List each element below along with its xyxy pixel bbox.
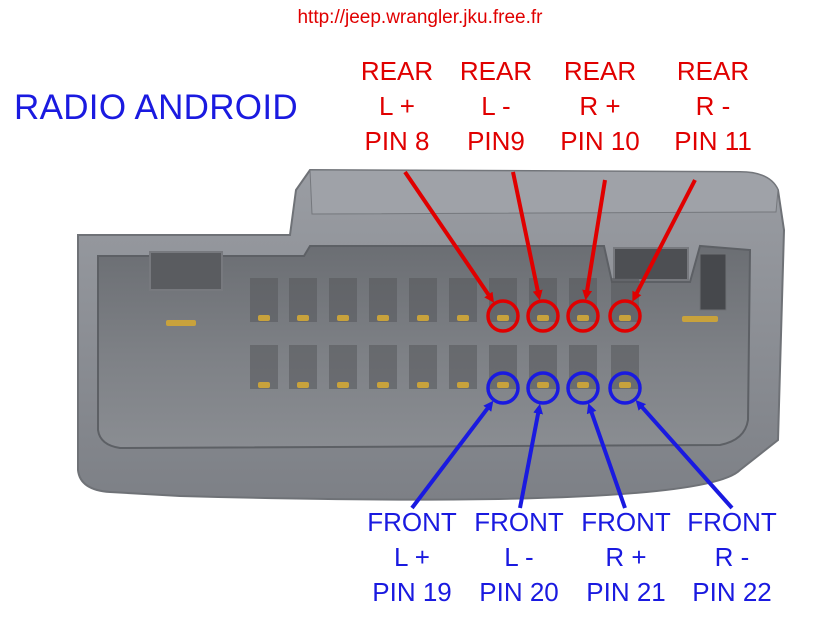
- pin-cavity: [409, 278, 437, 322]
- rear-pin-label-line1: REAR: [676, 56, 750, 86]
- pin-cavity: [250, 278, 278, 322]
- source-url: http://jeep.wrangler.jku.free.fr: [297, 7, 543, 28]
- contact-pin: [337, 382, 349, 388]
- pin-cavity: [529, 345, 557, 389]
- rear-pin-label-line2: R -: [695, 91, 731, 121]
- front-pin-label-line2: R +: [605, 542, 647, 572]
- contact-pin: [457, 382, 469, 388]
- side-pin-left: [166, 320, 196, 326]
- contact-pin: [417, 315, 429, 321]
- side-pin-right: [682, 316, 718, 322]
- rear-pin-label-line1: REAR: [459, 56, 533, 86]
- front-pin-arrow: [518, 403, 544, 509]
- pin-cavity: [449, 278, 477, 322]
- front-pin-highlight: [526, 371, 560, 405]
- pin-cavity: [289, 278, 317, 322]
- pin-cavity: [611, 345, 639, 389]
- rear-pin-label: REAR L + PIN 8: [337, 54, 457, 159]
- rear-pin-highlight: [486, 299, 520, 333]
- rear-pin-label-line3: PIN9: [467, 126, 525, 156]
- pin-cavity: [289, 345, 317, 389]
- front-pin-label: FRONT R - PIN 22: [672, 505, 792, 610]
- front-pin-label-line2: L +: [394, 542, 430, 572]
- front-pin-arrow: [635, 399, 734, 510]
- front-pin-arrow: [410, 400, 494, 510]
- callouts: [403, 170, 734, 510]
- front-pin-label-line3: PIN 19: [372, 577, 452, 607]
- front-pin-label-line2: L -: [504, 542, 534, 572]
- contact-pin: [577, 315, 589, 321]
- rear-pin-label-line1: REAR: [563, 56, 637, 86]
- front-pin-label-line1: FRONT: [581, 507, 671, 537]
- front-pin-label-line2: R -: [714, 542, 750, 572]
- contact-pin: [417, 382, 429, 388]
- rear-pin-label-line2: R +: [579, 91, 621, 121]
- front-pin-label-line1: FRONT: [687, 507, 777, 537]
- front-pin-label-line3: PIN 20: [479, 577, 559, 607]
- rear-pin-label: REAR R + PIN 10: [540, 54, 660, 159]
- pin-cavity: [369, 345, 397, 389]
- contact-pin: [497, 315, 509, 321]
- pin-cavity: [369, 278, 397, 322]
- contact-pin: [619, 315, 631, 321]
- rear-pin-arrow: [632, 179, 697, 302]
- contact-pin: [377, 315, 389, 321]
- contact-pin: [497, 382, 509, 388]
- pin-cavity: [409, 345, 437, 389]
- pin-cavity: [569, 345, 597, 389]
- front-pin-label-line3: PIN 21: [586, 577, 666, 607]
- contact-pin: [537, 315, 549, 321]
- rear-pin-label-line3: PIN 8: [364, 126, 430, 156]
- pin-cavity: [449, 345, 477, 389]
- rear-pin-arrow: [582, 179, 607, 301]
- contact-pin: [377, 382, 389, 388]
- contact-pin: [297, 315, 309, 321]
- rear-pin-label-line2: L -: [481, 91, 511, 121]
- rear-pin-label-line1: REAR: [360, 56, 434, 86]
- rear-pin-label-line3: PIN 11: [674, 126, 752, 156]
- rear-pin-arrow: [511, 171, 543, 301]
- rear-pin-highlight: [566, 299, 600, 333]
- pin-cavity: [489, 345, 517, 389]
- rear-pin-highlight: [608, 299, 642, 333]
- contact-pin: [537, 382, 549, 388]
- contact-pin: [619, 382, 631, 388]
- pin-cavity: [250, 345, 278, 389]
- rear-pin-label: REAR L - PIN9: [436, 54, 556, 159]
- front-pin-highlight: [566, 371, 600, 405]
- front-pin-label: FRONT R + PIN 21: [566, 505, 686, 610]
- contact-pin: [258, 382, 270, 388]
- front-pin-label-line3: PIN 22: [692, 577, 772, 607]
- front-pin-arrow: [586, 403, 627, 509]
- rear-pin-highlight: [526, 299, 560, 333]
- rear-pin-label: REAR R - PIN 11: [653, 54, 773, 159]
- rear-pin-arrow: [403, 170, 494, 303]
- front-pin-label: FRONT L + PIN 19: [352, 505, 472, 610]
- front-pin-label-line1: FRONT: [367, 507, 457, 537]
- contact-pin: [258, 315, 270, 321]
- diagram-title: RADIO ANDROID: [14, 88, 298, 127]
- rear-pin-label-line3: PIN 10: [560, 126, 640, 156]
- rear-pin-label-line2: L +: [379, 91, 415, 121]
- pin-grid: [166, 278, 718, 389]
- front-pin-highlight: [486, 371, 520, 405]
- front-pin-label-line1: FRONT: [474, 507, 564, 537]
- contact-pin: [297, 382, 309, 388]
- pin-cavity: [329, 345, 357, 389]
- front-pin-label: FRONT L - PIN 20: [459, 505, 579, 610]
- contact-pin: [577, 382, 589, 388]
- front-pin-highlight: [608, 371, 642, 405]
- contact-pin: [457, 315, 469, 321]
- pin-cavity: [329, 278, 357, 322]
- contact-pin: [337, 315, 349, 321]
